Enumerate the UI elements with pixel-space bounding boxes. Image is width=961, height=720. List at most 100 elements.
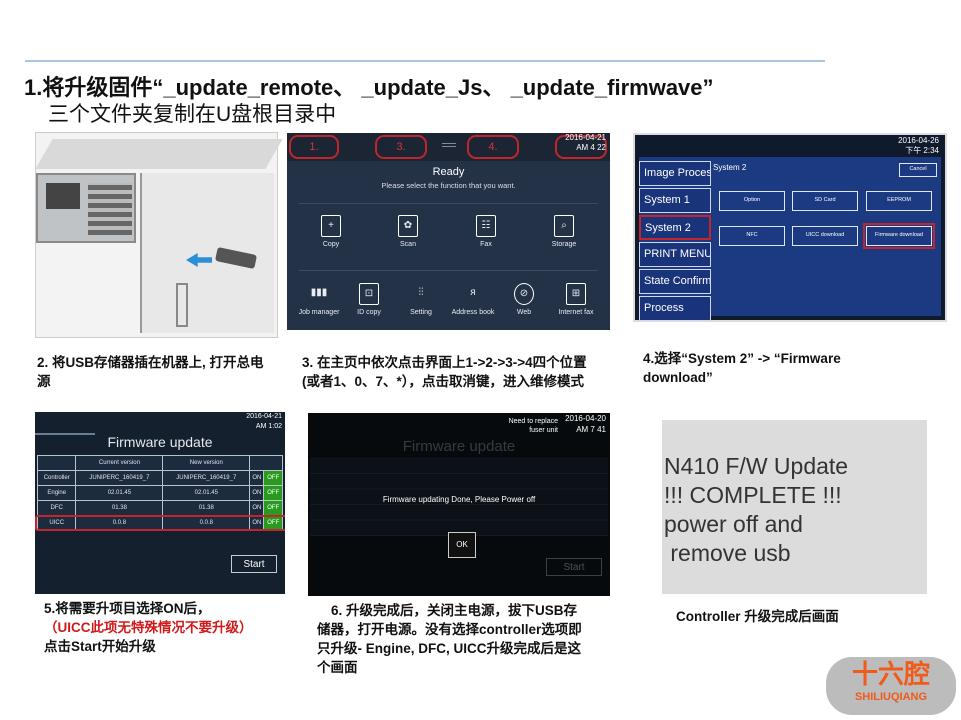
menu-system-1[interactable]: System 1 (639, 188, 711, 213)
update-done-screen: Need to replace fuser unit 2016-04-20 AM… (308, 413, 610, 596)
menu-image-process[interactable]: Image Process (639, 161, 711, 186)
nfc-button[interactable]: NFC (719, 226, 785, 246)
setting-button[interactable]: ⫶⫶ Setting (394, 283, 448, 316)
menu-print-menu[interactable]: PRINT MENU (639, 242, 711, 267)
logo-cn: 十六腔 (851, 659, 930, 689)
divider (299, 270, 598, 271)
complete-line: N410 F/W Update (664, 453, 849, 479)
eeprom-button[interactable]: EEPROM (866, 191, 932, 211)
internet-fax-label: Internet fax (558, 309, 594, 316)
step5-caption-line: 5.将需要升项目选择ON后， (44, 601, 211, 616)
prompt: Please select the function that you want… (381, 181, 516, 190)
slide-title: 1.将升级固件“_update_remote、 _update_Js、 _upd… (24, 75, 714, 100)
scan-button[interactable]: ✿Scan (381, 215, 435, 248)
on-toggle[interactable]: ON (249, 470, 265, 486)
firmware-download-button[interactable]: Firmware download (863, 223, 935, 249)
fax-button[interactable]: ☷Fax (459, 215, 513, 248)
time: AM 4 22 (576, 143, 606, 152)
compass-icon: ⊘ (514, 283, 534, 305)
dimmed-table (310, 458, 608, 536)
time: 下午 2:34 (905, 146, 939, 155)
grid-icon: ⊞ (566, 283, 586, 305)
start-button[interactable]: Start (231, 555, 277, 573)
cancel-button[interactable]: Cancel (899, 163, 937, 177)
storage-label: Storage (551, 241, 577, 248)
handle-icon (442, 143, 456, 147)
menu-process[interactable]: Process (639, 296, 711, 321)
system2-content: Image Process System 1 System 2 PRINT ME… (639, 157, 941, 321)
done-message: Firmware updating Done, Please Power off (382, 495, 536, 504)
date: 2016-04-21 (246, 413, 282, 420)
status-ready: Ready (432, 166, 465, 178)
step6-caption: 6. 升级完成后，关闭主电源，拔下USB存储器，打开电源。没有选择control… (317, 603, 582, 675)
date: 2016-04-21 (565, 133, 606, 142)
on-toggle[interactable]: ON (249, 485, 265, 501)
ok-button[interactable]: OK (448, 532, 476, 558)
panel-title: System 2 (713, 163, 747, 172)
system2-screen: Image Process System 1 System 2 PRINT ME… (633, 133, 947, 322)
screen-title: Firmware update (107, 434, 213, 450)
job-manager-button[interactable]: ▮▮▮Job manager (292, 283, 346, 316)
complete-line: remove usb (664, 540, 791, 566)
marker-3[interactable]: 3. (375, 135, 427, 159)
menu-system-2[interactable]: System 2 (639, 215, 711, 240)
uicc-highlight (35, 515, 285, 531)
printer-body (140, 173, 274, 333)
uicc-download-button[interactable]: UICC download (792, 226, 858, 246)
web-button[interactable]: ⊘ Web (497, 283, 551, 316)
marker-2[interactable]: 2 (555, 135, 607, 159)
complete-line: !!! COMPLETE !!! (664, 482, 842, 508)
marker-4[interactable]: 4. (467, 135, 519, 159)
screen-title: Firmware update (402, 438, 516, 455)
storage-search-icon: ⌕ (554, 215, 574, 237)
id-copy-label: ID copy (357, 309, 381, 316)
off-toggle[interactable]: OFF (263, 485, 283, 501)
setting-label: Setting (410, 309, 432, 316)
shiliuqiang-logo: 十六腔 SHILIUQIANG (826, 657, 956, 715)
on-toggle[interactable]: ON (249, 500, 265, 516)
web-label: Web (516, 309, 532, 316)
id-copy-button[interactable]: ⊡ ID copy (342, 283, 396, 316)
address-book-label: Address book (451, 309, 495, 316)
step7-caption: Controller 升级完成后画面 (676, 609, 839, 624)
title-divider (25, 60, 825, 62)
off-toggle[interactable]: OFF (263, 515, 283, 531)
complete-line: power off and (664, 511, 803, 537)
step2-caption: 2. 将USB存储器插在机器上, 打开总电源 (37, 355, 264, 389)
clock: 2016-04-26 下午 2:34 (898, 136, 939, 156)
job-manager-label: Job manager (298, 309, 340, 316)
progress-line (35, 433, 95, 435)
internet-fax-button[interactable]: ⊞ Internet fax (549, 283, 603, 316)
id-card-icon: ⊡ (359, 283, 379, 305)
controller-complete-screen: N410 F/W Update !!! COMPLETE !!! power o… (662, 420, 927, 594)
home-screen: 1. 3. 4. 2 2016-04-21 AM 4 22 Ready Plea… (287, 133, 610, 330)
fax-label: Fax (480, 241, 492, 248)
storage-button[interactable]: ⌕ Storage (537, 215, 591, 248)
scan-icon: ✿ (398, 215, 418, 237)
panel-display (46, 183, 80, 209)
marker-1[interactable]: 1. (289, 135, 339, 159)
time: AM 1:02 (255, 423, 282, 430)
start-button[interactable]: Start (546, 558, 602, 576)
menu-state-confirm[interactable]: State Confirm (639, 269, 711, 294)
sliders-icon: ⫶⫶ (418, 287, 424, 298)
copy-label: Copy (322, 241, 340, 248)
printer-top (35, 139, 283, 169)
slide-subtitle: 三个文件夹复制在U盘根目录中 (48, 103, 337, 126)
sd-card-button[interactable]: SD Card (792, 191, 858, 211)
off-toggle[interactable]: OFF (263, 500, 283, 516)
off-toggle[interactable]: OFF (263, 470, 283, 486)
printer-slot (176, 283, 188, 327)
option-button[interactable]: Option (719, 191, 785, 211)
time: AM 7 41 (576, 425, 606, 434)
control-panel (36, 173, 136, 243)
copy-button[interactable]: +Copy (304, 215, 358, 248)
divider (299, 203, 598, 204)
step5-caption-warning: （UICC此项无特殊情况不要升级） (44, 620, 253, 635)
step5-caption: 5.将需要升项目选择ON后， （UICC此项无特殊情况不要升级） 点击Start… (44, 599, 304, 656)
date: 2016-04-20 (565, 414, 606, 423)
